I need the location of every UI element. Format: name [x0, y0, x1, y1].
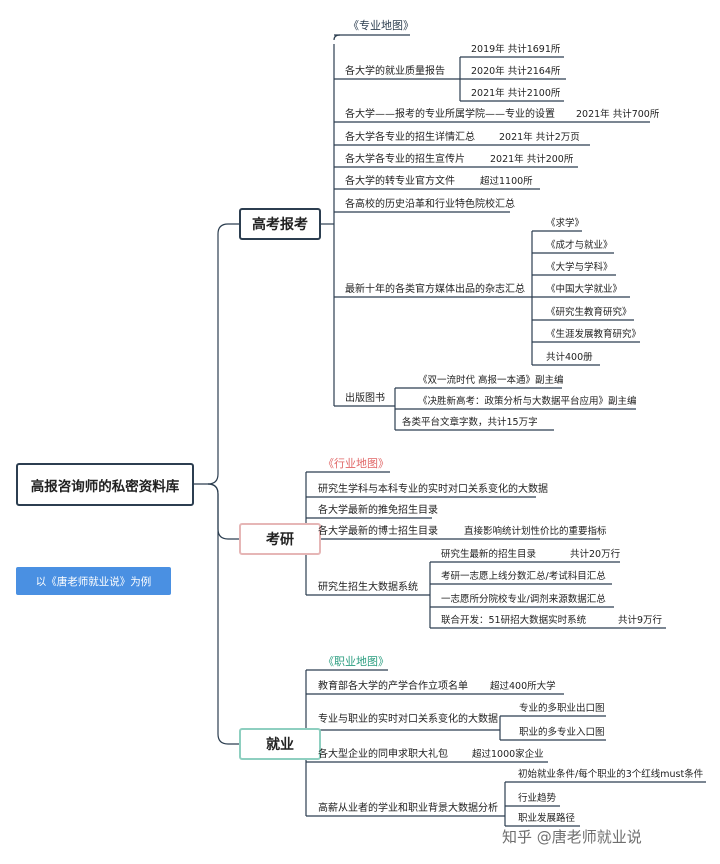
report-year-2021: 2021年 共计2100所: [471, 88, 561, 99]
bigdata-item-text: 联合开发：51研招大数据实时系统: [441, 615, 587, 626]
jiuye-campus-count: 超过1000家企业: [472, 749, 544, 760]
gaokao-transfer-docs: 各大学的转专业官方文件: [345, 176, 455, 187]
bigdata-item-text: 考研一志愿上线分数汇总/考试科目汇总: [441, 571, 606, 582]
gaokao-transfer-docs-count: 超过1100所: [480, 176, 533, 187]
report-year-2019: 2019年 共计1691所: [471, 44, 561, 55]
gaokao-publications: 出版图书: [345, 393, 385, 404]
bigdata-item-count: 共计20万行: [570, 549, 621, 560]
magazine-total: 共计400册: [546, 352, 593, 363]
gaokao-admission-details-count: 2021年 共计2万页: [499, 132, 580, 143]
watermark: 知乎 @唐老师就业说: [502, 828, 642, 846]
publication-articles: 各类平台文章字数，共计15万字: [402, 417, 538, 428]
magazine-item: 《中国大学就业》: [546, 284, 623, 295]
gaokao-magazines: 最新十年的各类官方媒体出品的杂志汇总: [345, 284, 525, 295]
gaokao-college-setup: 各大学——报考的专业所属学院——专业的设置: [345, 109, 555, 120]
root-node: 高报咨询师的私密资料库: [16, 463, 194, 506]
kaoyan-bigdata: 研究生招生大数据系统: [318, 582, 418, 593]
branch-kaoyan[interactable]: 考研: [239, 523, 321, 555]
match-item: 专业的多职业出口图: [519, 703, 605, 714]
gaokao-employment-report: 各大学的就业质量报告: [345, 66, 445, 77]
example-note: 以《唐老师就业说》为例: [16, 567, 171, 595]
background-item: 行业趋势: [518, 793, 557, 804]
match-item: 职业的多专业入口图: [519, 727, 605, 738]
kaoyan-map-title: 《行业地图》: [323, 457, 389, 470]
background-item: 职业发展路径: [518, 813, 576, 824]
jiuye-coop-count: 超过400所大学: [490, 681, 556, 692]
magazine-item: 《研究生教育研究》: [546, 307, 632, 318]
magazine-item: 《成才与就业》: [546, 240, 613, 251]
branch-gaokao[interactable]: 高考报考: [239, 208, 321, 240]
magazine-item: 《求学》: [546, 218, 585, 229]
magazine-item: 《大学与学科》: [546, 262, 613, 273]
jiuye-match: 专业与职业的实时对口关系变化的大数据: [318, 714, 498, 725]
bigdata-item-text: 一志愿所分院校专业/调剂来源数据汇总: [441, 594, 606, 605]
gaokao-brochure-count: 2021年 共计200所: [490, 154, 574, 165]
gaokao-history: 各高校的历史沿革和行业特色院校汇总: [345, 199, 515, 210]
magazine-item: 《生涯发展教育研究》: [546, 329, 642, 340]
report-year-2020: 2020年 共计2164所: [471, 66, 561, 77]
kaoyan-phd-note: 直接影响统计划性价比的重要指标: [464, 526, 607, 537]
gaokao-admission-details: 各大学各专业的招生详情汇总: [345, 132, 475, 143]
jiuye-background: 高薪从业者的学业和职业背景大数据分析: [318, 803, 498, 814]
jiuye-map-title: 《职业地图》: [323, 655, 389, 668]
publication-book-1: 《双一流时代 高报一本通》副主编: [418, 375, 564, 386]
gaokao-college-setup-count: 2021年 共计700所: [576, 109, 660, 120]
jiuye-campus: 各大型企业的同申求职大礼包: [318, 749, 448, 760]
kaoyan-realtime: 研究生学科与本科专业的实时对口关系变化的大数据: [318, 484, 548, 495]
bigdata-item-text: 研究生最新的招生目录: [441, 549, 537, 560]
jiuye-coop: 教育部各大学的产学合作立项名单: [318, 681, 468, 692]
publication-book-2: 《决胜新高考：政策分析与大数据平台应用》副主编: [418, 396, 637, 407]
branch-jiuye[interactable]: 就业: [239, 728, 321, 760]
gaokao-map-title: 《专业地图》: [348, 19, 414, 32]
kaoyan-exempt: 各大学最新的推免招生目录: [318, 505, 438, 516]
kaoyan-phd: 各大学最新的博士招生目录: [318, 526, 438, 537]
gaokao-brochure: 各大学各专业的招生宣传片: [345, 154, 465, 165]
bigdata-item-count: 共计9万行: [618, 615, 663, 626]
background-item: 初始就业条件/每个职业的3个红线must条件: [518, 769, 704, 780]
